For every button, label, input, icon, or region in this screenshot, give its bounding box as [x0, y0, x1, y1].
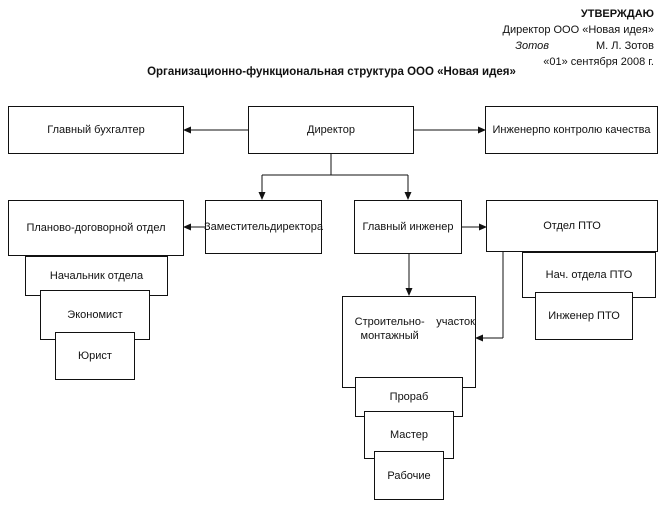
node-economist: Экономист	[40, 290, 150, 340]
node-director: Директор	[248, 106, 414, 154]
node-dept-head: Начальник отдела	[25, 256, 168, 296]
node-chief-accountant: Главный бухгалтер	[8, 106, 184, 154]
node-lawyer: Юрист	[55, 332, 135, 380]
approval-heading: УТВЕРЖДАЮ	[580, 8, 654, 20]
diagram-title: Организационно-функциональная структура …	[147, 66, 516, 78]
approval-date: «01» сентября 2008 г.	[543, 56, 654, 68]
node-pto-engineer: Инженер ПТО	[535, 292, 633, 340]
approval-name: М. Л. Зотов	[595, 40, 654, 52]
approval-block: УТВЕРЖДАЮ Директор ООО «Новая идея» Зото…	[404, 6, 654, 70]
approval-position: Директор ООО «Новая идея»	[502, 24, 654, 36]
node-planning-dept: Планово-договорной отдел	[8, 200, 184, 256]
node-chief-engineer: Главный инженер	[354, 200, 462, 254]
node-workers: Рабочие	[374, 451, 444, 500]
node-foreman: Прораб	[355, 377, 463, 417]
approval-signature: Зотов	[515, 40, 549, 52]
node-pto-dept: Отдел ПТО	[486, 200, 658, 252]
approval-signature-line: Зотов М. Л. Зотов	[404, 38, 654, 54]
node-pto-head: Нач. отдела ПТО	[522, 252, 656, 298]
